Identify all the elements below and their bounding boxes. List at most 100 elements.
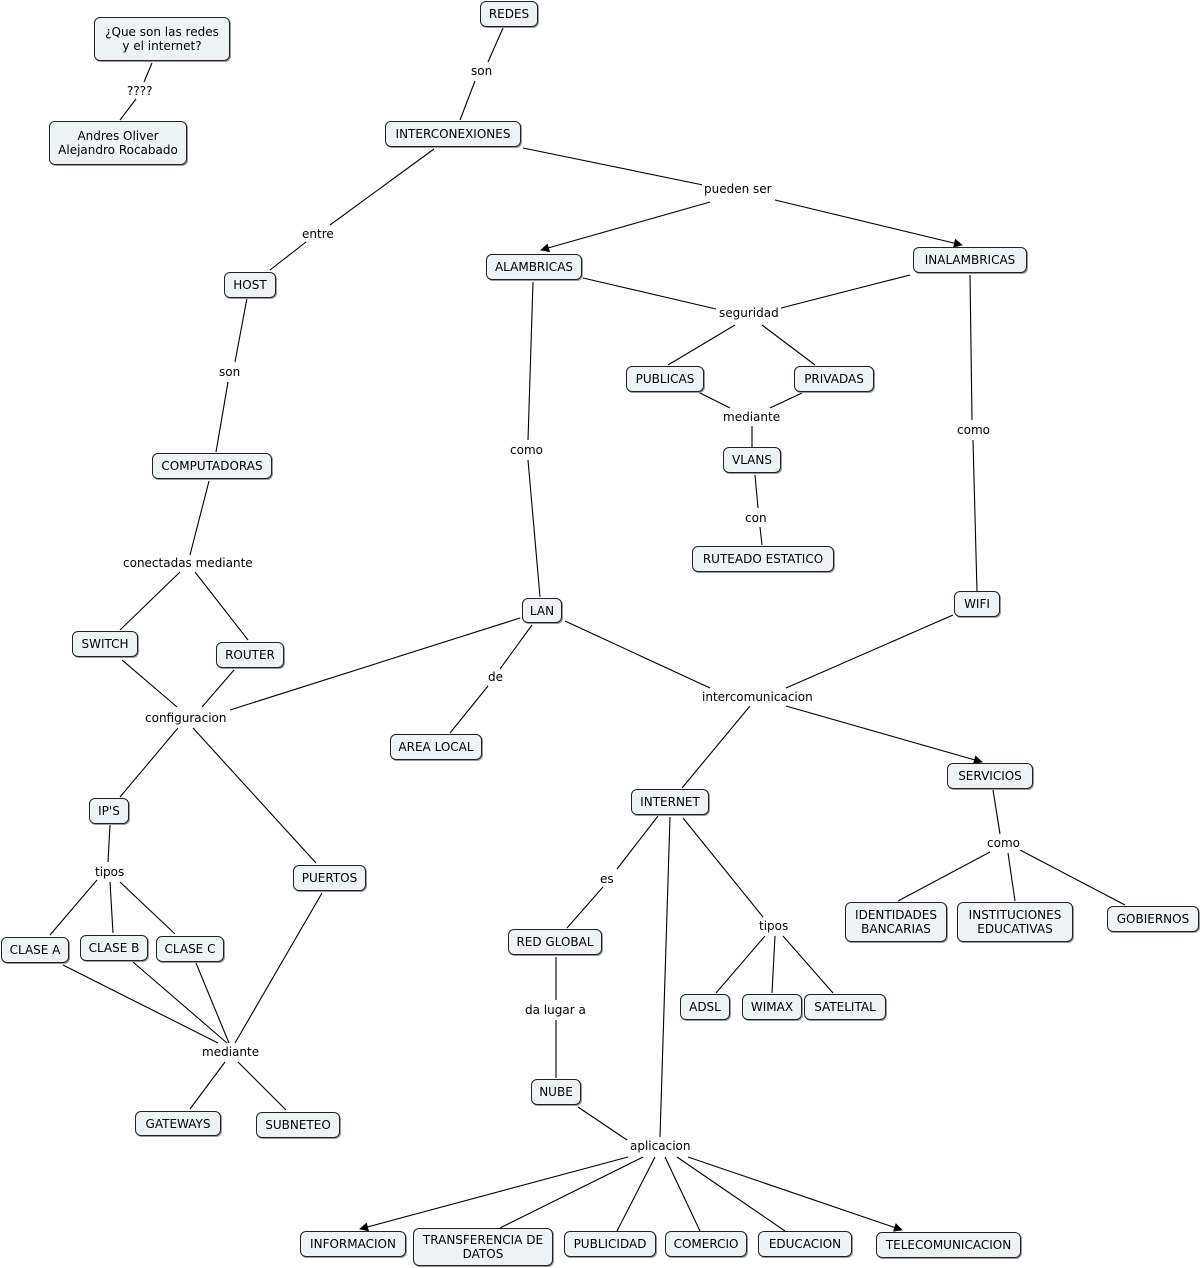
connector: [132, 961, 228, 1044]
connector: [1019, 849, 1126, 906]
link-con: con: [743, 511, 769, 525]
concept-clase-a[interactable]: CLASE A: [1, 937, 69, 963]
connector: [715, 935, 766, 994]
connector: [616, 1156, 656, 1232]
concept-identidades-bancarias[interactable]: IDENTIDADES BANCARIAS: [845, 902, 947, 942]
concept-lan[interactable]: LAN: [522, 598, 562, 623]
concept-educacion[interactable]: EDUCACION: [758, 1231, 852, 1257]
concept-question[interactable]: ¿Que son las redes y el internet?: [94, 17, 230, 61]
connector: [664, 1156, 701, 1232]
concept-red-global[interactable]: RED GLOBAL: [508, 929, 602, 955]
concept-authors[interactable]: Andres Oliver Alejandro Rocabado: [49, 121, 187, 165]
concept-redes[interactable]: REDES: [480, 1, 538, 27]
connector: [119, 98, 137, 121]
concept-inalambricas[interactable]: INALAMBRICAS: [913, 247, 1027, 273]
connector: [192, 727, 317, 864]
concept-ips[interactable]: IP'S: [89, 798, 129, 824]
concept-router[interactable]: ROUTER: [216, 642, 284, 668]
concept-alambricas[interactable]: ALAMBRICAS: [486, 254, 582, 280]
connector: [109, 881, 114, 934]
connector: [459, 80, 476, 121]
link-configuracion: configuracion: [143, 711, 229, 725]
concept-gateways[interactable]: GATEWAYS: [135, 1111, 221, 1136]
connector: [49, 879, 98, 936]
concept-publicidad[interactable]: PUBLICIDAD: [564, 1231, 656, 1257]
concept-ruteado-estatico[interactable]: RUTEADO ESTATICO: [692, 546, 834, 572]
concept-informacion[interactable]: INFORMACION: [300, 1231, 406, 1257]
link-mediante-vlans: mediante: [721, 410, 783, 424]
connector: [769, 392, 803, 409]
connector: [1007, 852, 1016, 902]
concept-clase-b[interactable]: CLASE B: [80, 935, 148, 961]
link-como-wifi: como: [955, 423, 992, 437]
connector: [499, 624, 533, 670]
connector: [582, 277, 717, 310]
concept-puertos[interactable]: PUERTOS: [293, 865, 366, 891]
link-conectadas-mediante: conectadas mediante: [121, 556, 255, 570]
connector: [62, 964, 219, 1044]
concept-satelital[interactable]: SATELITAL: [804, 994, 886, 1020]
concept-privadas[interactable]: PRIVADAS: [794, 366, 874, 392]
link-pueden-ser: pueden ser: [702, 182, 774, 196]
connector: [189, 1061, 226, 1110]
connector: [681, 705, 751, 789]
concept-interconexiones[interactable]: INTERCONEXIONES: [385, 121, 521, 147]
connector: [215, 381, 229, 453]
link-es: es: [598, 872, 616, 886]
connector: [761, 324, 816, 366]
link-tipos-internet: tipos: [757, 919, 791, 933]
concept-switch[interactable]: SWITCH: [72, 631, 138, 657]
concept-internet[interactable]: INTERNET: [631, 789, 709, 815]
link-entre: entre: [300, 227, 336, 241]
connector: [759, 526, 763, 546]
concept-computadoras[interactable]: COMPUTADORAS: [152, 453, 272, 479]
concept-adsl[interactable]: ADSL: [680, 994, 730, 1020]
link-son: son: [469, 64, 495, 78]
connector: [449, 685, 489, 734]
connector: [234, 297, 248, 363]
link-question-marks: ????: [125, 84, 155, 98]
link-son-host: son: [217, 365, 243, 379]
connector: [487, 27, 504, 63]
connector: [119, 881, 176, 935]
concept-clase-c[interactable]: CLASE C: [156, 936, 224, 962]
link-aplicacion: aplicacion: [628, 1139, 693, 1153]
concept-servicios[interactable]: SERVICIOS: [947, 763, 1033, 789]
connector: [969, 274, 973, 421]
connector: [201, 669, 235, 708]
connector: [785, 614, 954, 689]
connector: [697, 391, 731, 409]
concept-host[interactable]: HOST: [224, 272, 276, 298]
connector: [194, 571, 249, 641]
concept-publicas[interactable]: PUBLICAS: [626, 366, 704, 392]
connector: [659, 816, 671, 1138]
concept-transferencia-datos[interactable]: TRANSFERENCIA DE DATOS: [413, 1228, 553, 1266]
concept-gobiernos[interactable]: GOBIERNOS: [1107, 906, 1199, 932]
connector: [540, 201, 711, 253]
concept-wifi[interactable]: WIFI: [954, 591, 1000, 617]
concept-telecomunicacion[interactable]: TELECOMUNICACION: [876, 1232, 1021, 1258]
concept-subneteo[interactable]: SUBNETEO: [256, 1112, 340, 1138]
connector: [119, 571, 181, 631]
connector: [687, 1156, 903, 1232]
connector: [676, 1156, 786, 1232]
connector: [616, 815, 659, 870]
concept-wimax[interactable]: WIMAX: [742, 994, 802, 1020]
connector: [785, 705, 983, 765]
concept-comercio[interactable]: COMERCIO: [665, 1231, 747, 1257]
link-seguridad: seguridad: [717, 306, 781, 320]
connector: [229, 617, 521, 711]
concept-nube[interactable]: NUBE: [531, 1079, 581, 1105]
concept-vlans[interactable]: VLANS: [723, 447, 781, 473]
connector: [682, 817, 764, 918]
connector: [195, 962, 230, 1044]
connector: [782, 935, 834, 994]
connector: [780, 274, 911, 309]
link-intercomunicacion: intercomunicacion: [700, 690, 815, 704]
concept-area-local[interactable]: AREA LOCAL: [390, 734, 482, 760]
connector: [119, 727, 179, 798]
link-como-servicios: como: [985, 836, 1022, 850]
connector: [189, 480, 210, 556]
concept-instituciones-educativas[interactable]: INSTITUCIONES EDUCATIVAS: [957, 902, 1073, 942]
connector: [667, 324, 736, 366]
